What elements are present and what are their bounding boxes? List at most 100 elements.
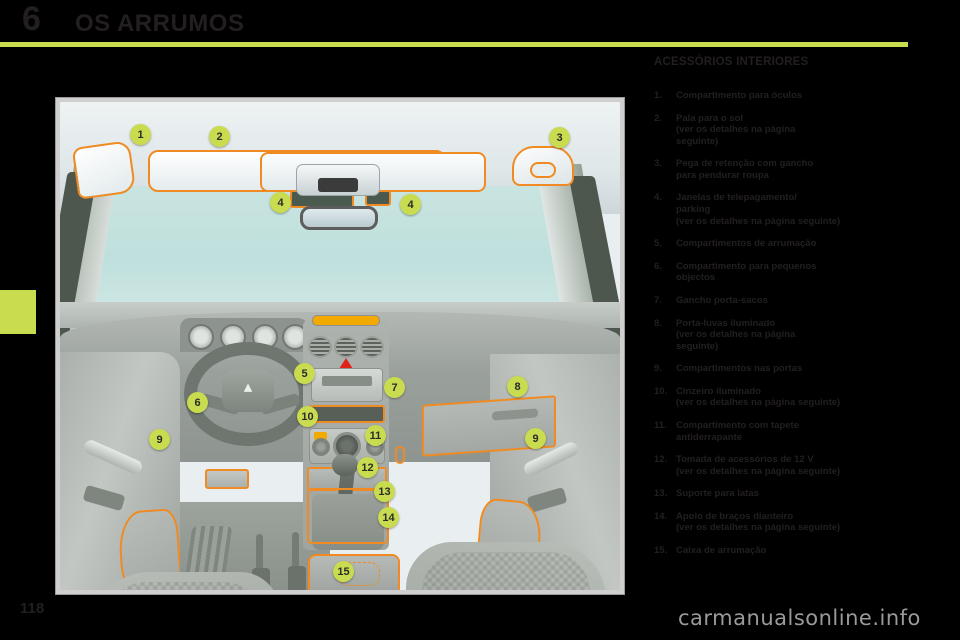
bag-hook-highlight <box>395 446 405 464</box>
air-vent-left <box>308 336 332 358</box>
callout-4-right[interactable]: 4 <box>400 194 421 215</box>
list-item-body: Tomada de acessórios de 12 V(ver os deta… <box>676 454 954 477</box>
list-item-body: Pala para o sol(ver os detalhes na págin… <box>676 113 954 148</box>
list-item: 10. Cinzeiro iluminado(ver os detalhes na… <box>654 386 954 409</box>
list-item-number: 11. <box>654 419 667 431</box>
callout-12[interactable]: 12 <box>357 457 378 478</box>
overhead-console-display <box>318 178 358 192</box>
page-number: 118 <box>20 600 45 617</box>
list-item-note: (ver os detalhes na página seguinte) <box>676 465 841 477</box>
watermark: carmanualsonline.info <box>678 606 921 630</box>
list-item-label: Pala para o sol <box>676 112 744 124</box>
callout-14[interactable]: 14 <box>378 507 399 528</box>
gear-lever-knob[interactable] <box>332 454 358 476</box>
chapter-title: OS ARRUMOS <box>75 10 245 37</box>
list-item-note: (ver os detalhes na página seguinte) <box>676 124 796 147</box>
list-item-body: Compartimentos nas portas <box>676 363 954 375</box>
list-item: 8. Porta-luvas iluminado(ver os detalhes … <box>654 318 954 353</box>
list-item-note: (ver os detalhes na página seguinte) <box>676 522 841 534</box>
storage-compartment-highlight <box>309 405 385 423</box>
list-item: 5. Compartimentos de arrumação <box>654 238 954 250</box>
list-item-body: Compartimento com tapete antiderrapante <box>676 420 954 443</box>
list-item-number: 8. <box>654 317 662 329</box>
list-item-number: 10. <box>654 385 668 397</box>
callout-8[interactable]: 8 <box>507 376 528 397</box>
gear-lever-base <box>312 494 384 550</box>
list-item-body: Suporte para latas <box>676 488 954 500</box>
list-item-label: Compartimento com tapete antiderrapante <box>676 419 799 443</box>
list-item: 11. Compartimento com tapete antiderrapan… <box>654 420 954 443</box>
passenger-seat <box>406 542 606 590</box>
illustration-canvas: ▴ <box>60 102 620 590</box>
list-item-label: Suporte para latas <box>676 488 759 500</box>
list-item-body: Compartimentos de arrumação <box>676 238 954 250</box>
list-item-label: Compartimento para pequenos objectos <box>676 260 817 284</box>
list-item-number: 15. <box>654 545 668 557</box>
front-armrest-highlight <box>308 554 400 590</box>
climate-knob-left[interactable] <box>312 438 330 456</box>
header-rule <box>0 42 908 47</box>
list-item-note: (ver os detalhes na página seguinte) <box>676 329 796 352</box>
gauge-1 <box>188 324 214 350</box>
list-item-label: Compartimentos de arrumação <box>676 238 817 250</box>
list-item-number: 13. <box>654 488 668 500</box>
list-item-label: Porta-luvas iluminado <box>676 317 776 329</box>
callout-1[interactable]: 1 <box>130 124 151 145</box>
list-item-label: Caixa de arrumação <box>676 545 767 557</box>
callout-4-left[interactable]: 4 <box>270 192 291 213</box>
list-item-note: (ver os detalhes na página seguinte) <box>676 215 841 227</box>
callout-15[interactable]: 15 <box>333 561 354 582</box>
list-item-number: 6. <box>654 260 662 272</box>
list-item-number: 9. <box>654 363 662 375</box>
coat-hook-highlight <box>530 162 556 178</box>
accelerator-pedal-arm <box>292 532 299 570</box>
list-item-note: (ver os detalhes na página seguinte) <box>676 397 841 409</box>
list-item: 1. Compartimento para óculos <box>654 90 954 102</box>
section-heading: ACESSÓRIOS INTERIORES <box>654 56 809 68</box>
list-item-label: Janelas de telepagamento/ parking <box>676 192 797 216</box>
rearview-mirror <box>300 206 378 230</box>
list-item: 4. Janelas de telepagamento/ parking(ver … <box>654 192 954 227</box>
seat-texture-right <box>422 552 590 590</box>
list-item-number: 4. <box>654 192 662 204</box>
section-edge-tab <box>0 290 36 334</box>
callout-10[interactable]: 10 <box>297 406 318 427</box>
list-item-label: Tomada de acessórios de 12 V <box>676 454 814 466</box>
list-item: 14. Apoio de braços dianteiro(ver os deta… <box>654 511 954 534</box>
list-item-number: 3. <box>654 158 662 170</box>
accessories-list: 1. Compartimento para óculos 2. Pala para o… <box>654 90 954 557</box>
list-item-body: Janelas de telepagamento/ parking(ver os… <box>676 192 954 227</box>
callout-3[interactable]: 3 <box>549 127 570 148</box>
list-item-body: Compartimento para óculos <box>676 90 954 102</box>
list-item-number: 12. <box>654 454 668 466</box>
list-item-label: Compartimentos nas portas <box>676 363 803 375</box>
callout-9-right[interactable]: 9 <box>525 428 546 449</box>
list-item-number: 5. <box>654 238 662 250</box>
climate-indicator-left <box>314 432 327 440</box>
audio-display <box>322 376 372 386</box>
list-item: 6. Compartimento para pequenos objectos <box>654 261 954 284</box>
callout-5[interactable]: 5 <box>294 363 315 384</box>
callout-2[interactable]: 2 <box>209 126 230 147</box>
list-item: 15. Caixa de arrumação <box>654 545 954 557</box>
list-item-number: 14. <box>654 510 668 522</box>
list-item-body: Cinzeiro iluminado(ver os detalhes na pá… <box>676 386 954 409</box>
callout-9-left[interactable]: 9 <box>149 429 170 450</box>
driver-seat <box>90 572 280 590</box>
small-objects-compartment-highlight <box>205 469 249 489</box>
callout-13[interactable]: 13 <box>374 481 395 502</box>
list-item-number: 2. <box>654 112 662 124</box>
list-item: 13. Suporte para latas <box>654 488 954 500</box>
callout-6[interactable]: 6 <box>187 392 208 413</box>
list-item-number: 1. <box>654 90 662 101</box>
callout-11[interactable]: 11 <box>365 425 386 446</box>
list-item-number: 7. <box>654 294 662 306</box>
list-item-label: Apoio de braços dianteiro <box>676 510 794 522</box>
callout-7[interactable]: 7 <box>384 377 405 398</box>
sunglasses-holder-highlight <box>71 140 137 200</box>
list-item: 2. Pala para o sol(ver os detalhes na pág… <box>654 113 954 148</box>
hazard-light-button[interactable] <box>339 358 353 369</box>
list-item: 7.Gancho porta-sacos <box>654 295 954 307</box>
peugeot-lion-logo: ▴ <box>243 377 253 396</box>
